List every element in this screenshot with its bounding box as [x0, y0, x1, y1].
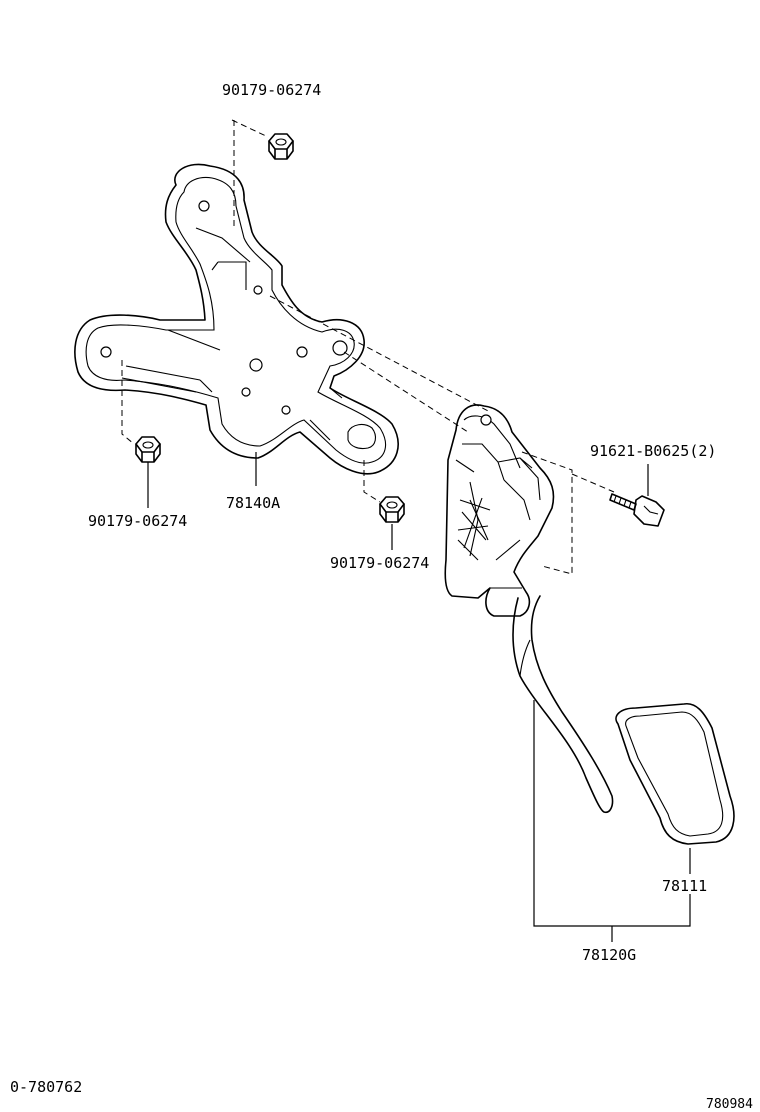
nut-left-icon [135, 436, 161, 463]
label-pedal-assy: 78120G [582, 946, 636, 964]
reference-lines [121, 119, 615, 575]
label-pedal-pad: 78111 [662, 877, 707, 895]
label-nut-top: 90179-06274 [222, 81, 321, 99]
pedal-assembly [444, 404, 735, 845]
reference-code: 0-780762 [10, 1078, 82, 1096]
illustration-number: 780984 [706, 1097, 753, 1112]
label-nut-left: 90179-06274 [88, 512, 187, 530]
leader-lines [147, 452, 691, 942]
pedal-bracket [74, 163, 399, 475]
label-nut-bottom: 90179-06274 [330, 554, 429, 572]
nut-top-icon [268, 133, 294, 160]
bolt-icon [609, 493, 665, 527]
label-bracket: 78140A [226, 494, 280, 512]
label-bolt: 91621-B0625(2) [590, 442, 716, 460]
nut-bottom-icon [379, 496, 405, 523]
